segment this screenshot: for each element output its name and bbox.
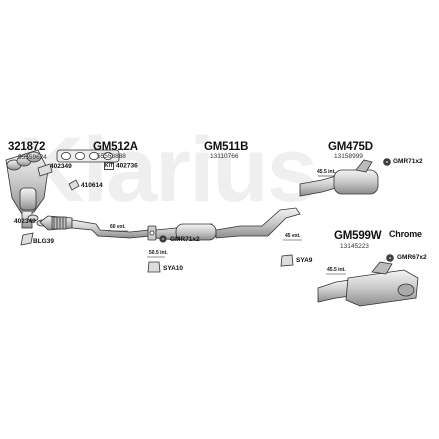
manifold-catalyst-321872	[5, 149, 49, 229]
dimension-45-5-int-bottom: 45.5 int.	[327, 267, 346, 273]
part-number-gm511b: GM511B	[204, 141, 249, 153]
fitting-sya10: SYA10	[163, 265, 183, 272]
oem-number-321872: 55559624	[18, 154, 47, 161]
fitting-gmr71x2-top: GMR71x2	[393, 158, 423, 165]
fitting-gmr71x2-mid: GMR71x2	[170, 236, 200, 243]
oem-number-gm511b: 13110766	[210, 153, 239, 160]
fitting-402736-label: 402736	[116, 162, 138, 170]
kit-icon: KIT	[104, 162, 114, 170]
dimension-45-ext: 45 ext.	[285, 233, 301, 239]
gasket-402349-top	[37, 163, 53, 177]
oem-number-gm599w: 13145223	[340, 243, 369, 250]
watermark: Klarius	[18, 119, 318, 221]
fitting-402349-top: 402349	[50, 163, 72, 170]
dimension-60-ext: 60 ext.	[110, 224, 126, 230]
fitting-402349-bottom: 402349	[14, 218, 36, 225]
fitting-blg39: BLG39	[33, 238, 54, 245]
dimension-45-5-int-top: 45.5 int.	[317, 169, 336, 175]
fitting-gmr67x2: GMR67x2	[397, 254, 427, 261]
mount-blg39	[20, 232, 34, 246]
part-number-gm599w: GM599W	[334, 230, 382, 242]
mount-sya10	[147, 261, 161, 273]
hanger-gmr71x2-top	[383, 158, 391, 166]
part-number-gm475d: GM475D	[328, 141, 373, 153]
chrome-label: Chrome	[389, 229, 422, 239]
hanger-gmr71x2-mid	[159, 235, 167, 243]
fitting-410614: 410614	[81, 182, 103, 189]
part-number-321872: 321872	[8, 141, 46, 153]
fitting-sya9: SYA9	[296, 257, 313, 264]
centre-pipe-gm511b	[155, 207, 301, 241]
rear-box-gm475d	[299, 159, 379, 197]
oem-number-gm475d: 13158999	[334, 153, 363, 160]
dimension-lines	[108, 175, 346, 275]
oem-number-gm512a: 55558888	[97, 153, 126, 160]
hanger-gmr67x2	[386, 254, 394, 262]
part-number-gm512a: GM512A	[93, 141, 138, 153]
manifold-gasket-gm512a	[56, 149, 120, 163]
dimension-50-5-int: 50.5 int.	[149, 250, 168, 256]
mount-sya9	[280, 254, 294, 267]
front-pipe-flex	[39, 215, 151, 239]
rear-box-gm599w	[317, 261, 419, 307]
gasket-410614	[68, 179, 80, 191]
